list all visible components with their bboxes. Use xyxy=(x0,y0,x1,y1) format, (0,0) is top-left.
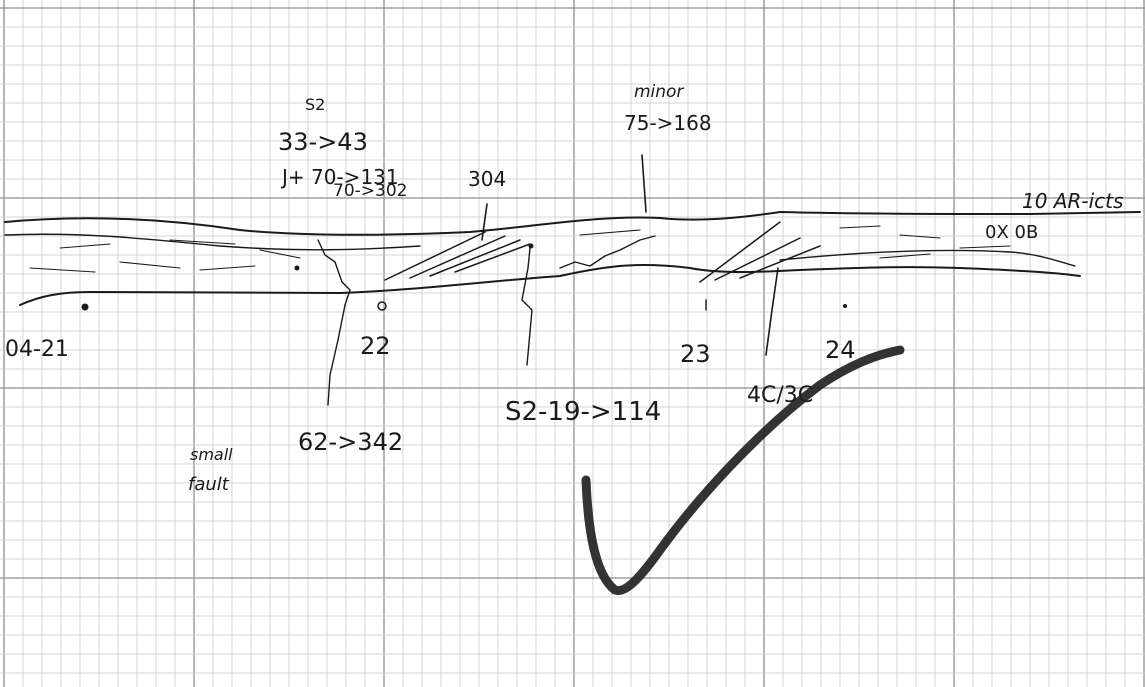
label-s2-line2: J+ 70->131 xyxy=(280,165,399,189)
inner-layer-line xyxy=(4,233,1076,267)
leader-4c xyxy=(765,267,779,356)
station-point-22 xyxy=(377,301,387,311)
label-304: 304 xyxy=(468,167,506,191)
label-minor-value: 75->168 xyxy=(624,111,712,135)
label-s2-lower: S2-19->114 xyxy=(505,397,661,427)
handwritten-labels: S2 33->43 J+ 70->131 70->302 304 minor 7… xyxy=(5,82,1123,495)
thrust-lines xyxy=(384,221,821,283)
lower-contact-line xyxy=(19,263,1081,306)
station-point-04-21 xyxy=(81,303,89,311)
label-small: small xyxy=(190,445,233,464)
label-s2-head: S2 xyxy=(305,95,325,114)
cross-section-drawing xyxy=(4,154,1141,406)
label-station-23: 23 xyxy=(680,340,711,368)
small-fault-trace xyxy=(317,239,351,406)
label-fault: fault xyxy=(188,474,230,495)
bedding-strokes xyxy=(29,225,1011,273)
label-s2-line1: 33->43 xyxy=(278,128,368,156)
leader-304 xyxy=(481,203,488,241)
label-station-22: 22 xyxy=(360,332,391,360)
station-points xyxy=(81,243,847,311)
check-mark xyxy=(581,345,905,596)
label-station-24: 24 xyxy=(825,336,856,364)
label-s2-line3: 70->302 xyxy=(333,181,407,201)
folded-layer xyxy=(559,235,656,269)
leader-minor xyxy=(641,154,647,213)
label-fault-value: 62->342 xyxy=(298,428,403,456)
leader-s2-lower xyxy=(521,247,533,366)
label-minor: minor xyxy=(634,82,684,102)
outcrop-dot-2 xyxy=(528,243,534,249)
station-point-24 xyxy=(843,304,847,308)
upper-contact-line xyxy=(4,211,1141,236)
label-outcrop-code: 0X 0B xyxy=(985,222,1038,243)
label-outcrop-name: 10 AR-icts xyxy=(1022,189,1123,213)
outcrop-dot xyxy=(294,265,300,271)
label-station-04-21: 04-21 xyxy=(5,337,69,362)
